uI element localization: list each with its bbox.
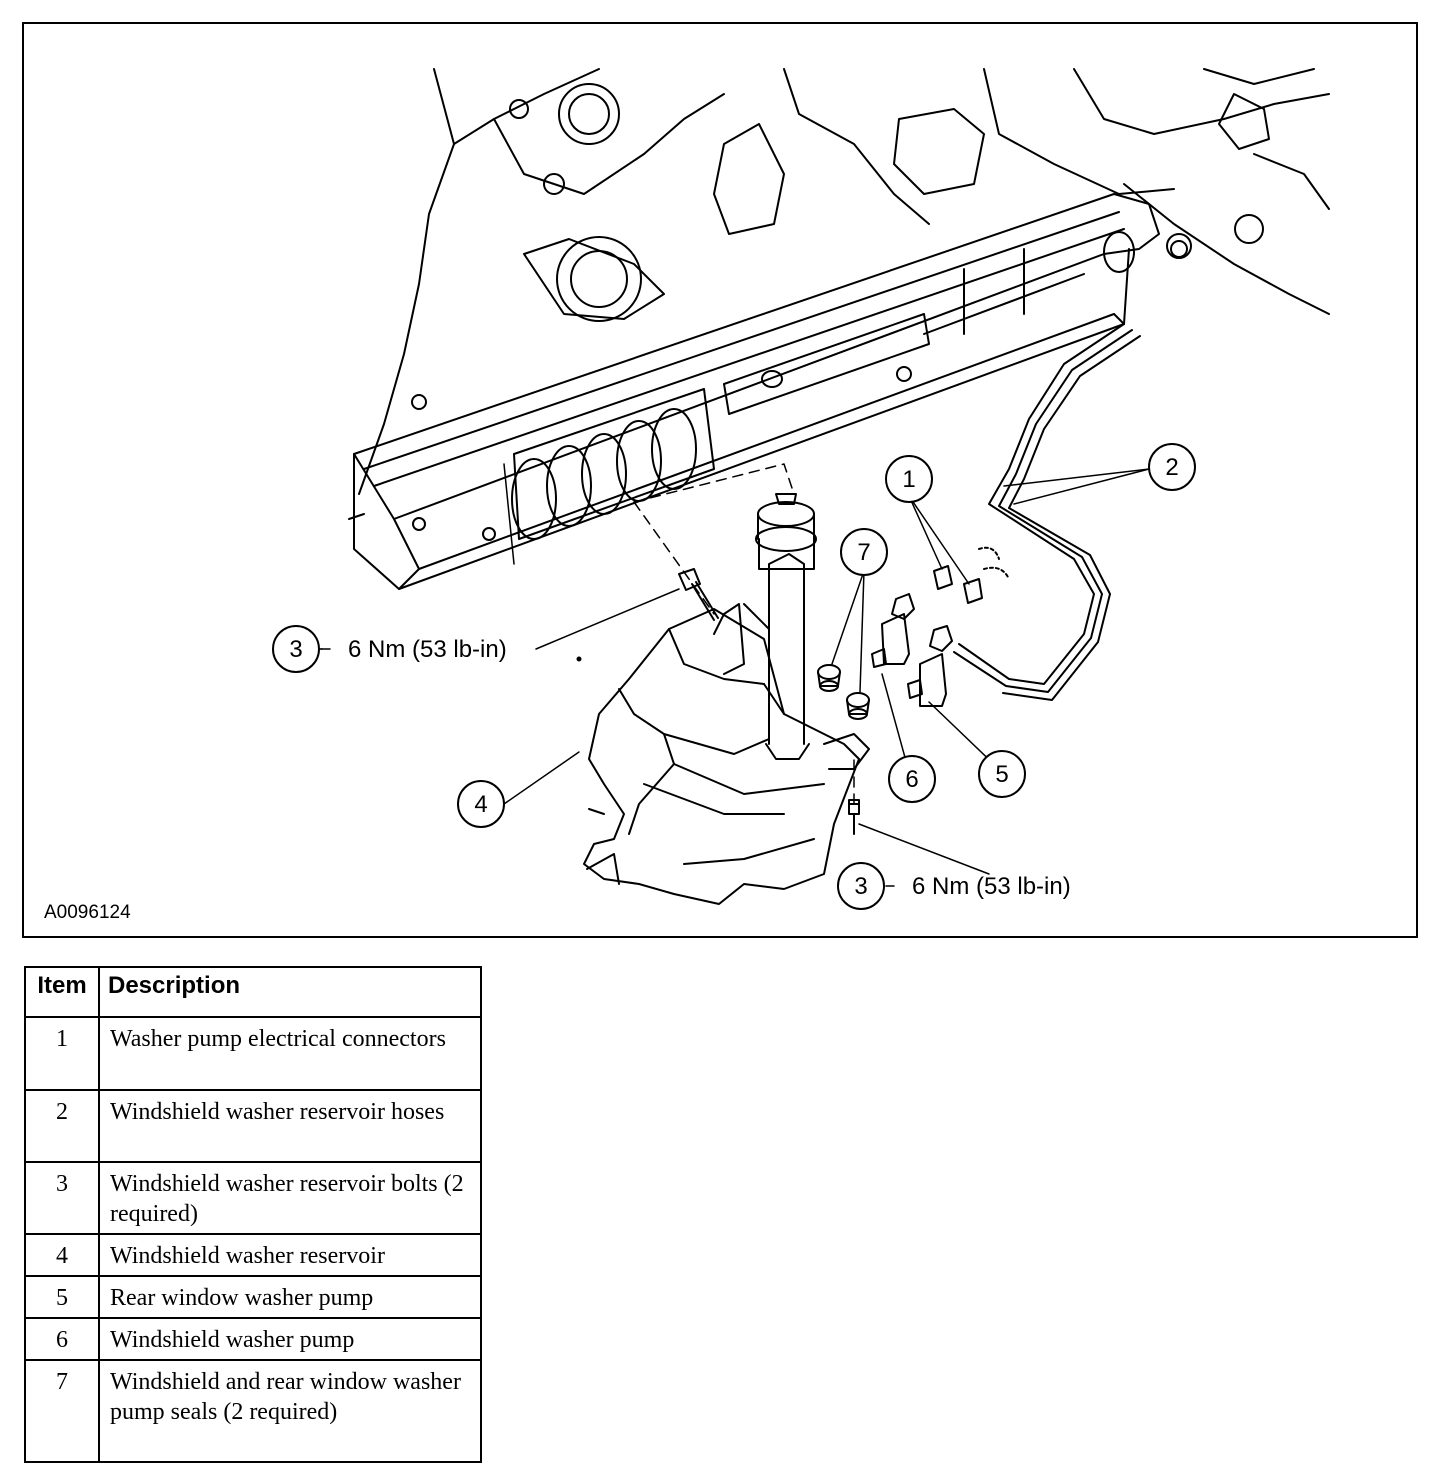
callout-labels: 1 2 3 3 4 5 6 7 6 Nm (53 lb-in) 6 Nm (53…	[289, 454, 1178, 900]
vehicle-body-structure	[358, 68, 1330, 495]
exploded-view-drawing: 1 2 3 3 4 5 6 7 6 Nm (53 lb-in) 6 Nm (53…	[272, 68, 1330, 910]
header-description: Description	[98, 966, 482, 1018]
item-description: Windshield washer reservoir hoses	[98, 1089, 482, 1163]
item-number: 3	[24, 1161, 100, 1235]
table-row: 4 Windshield washer reservoir	[24, 1233, 482, 1277]
callout-3-upper-label: 3	[289, 636, 302, 663]
callout-6-circle	[888, 755, 936, 803]
callout-7-circle	[840, 528, 888, 576]
item-number: 6	[24, 1317, 100, 1361]
callout-5-circle	[978, 750, 1026, 798]
callout-3-lower-circle	[837, 862, 885, 910]
table-row: 1 Washer pump electrical connectors	[24, 1016, 482, 1091]
torque-spec-lower: 6 Nm (53 lb-in)	[912, 873, 1071, 900]
illustration-frame: 1 2 3 3 4 5 6 7 6 Nm (53 lb-in) 6 Nm (53…	[22, 22, 1418, 938]
callout-bubbles	[272, 443, 1196, 910]
pump-seals	[817, 664, 870, 720]
callout-4-label: 4	[474, 791, 487, 818]
callout-2-label: 2	[1165, 454, 1178, 481]
washer-reservoir	[583, 493, 870, 905]
item-number: 1	[24, 1016, 100, 1091]
table-row: 3 Windshield washer reservoir bolts (2 r…	[24, 1161, 482, 1235]
item-description: Windshield washer reservoir	[98, 1233, 482, 1277]
callout-5-label: 5	[995, 761, 1008, 788]
table-row: 7 Windshield and rear window washer pump…	[24, 1359, 482, 1463]
item-description: Windshield washer pump	[98, 1317, 482, 1361]
legend-table: Item Description 1 Washer pump electrica…	[24, 966, 482, 1463]
item-description: Rear window washer pump	[98, 1275, 482, 1319]
item-number: 2	[24, 1089, 100, 1163]
reservoir-hoses	[953, 323, 1141, 701]
torque-spec-upper: 6 Nm (53 lb-in)	[348, 636, 507, 663]
assembly-guide-lines	[633, 463, 855, 805]
table-row: 5 Rear window washer pump	[24, 1275, 482, 1319]
item-description: Washer pump electrical connectors	[98, 1016, 482, 1091]
callout-3-lower-label: 3	[854, 873, 867, 900]
figure-id: A0096124	[44, 902, 131, 923]
item-description: Windshield and rear window washer pump s…	[98, 1359, 482, 1463]
callout-7-label: 7	[857, 539, 870, 566]
callout-1-label: 1	[902, 466, 915, 493]
legend-header-row: Item Description	[24, 966, 482, 1018]
item-number: 7	[24, 1359, 100, 1463]
table-row: 6 Windshield washer pump	[24, 1317, 482, 1361]
header-item: Item	[24, 966, 100, 1018]
callout-2-circle	[1148, 443, 1196, 491]
callout-3-upper-circle	[272, 625, 320, 673]
callout-leaders	[318, 468, 1150, 887]
callout-6-label: 6	[905, 766, 918, 793]
electrical-connectors	[933, 546, 1010, 604]
item-description: Windshield washer reservoir bolts (2 req…	[98, 1161, 482, 1235]
reservoir-bolts	[678, 568, 860, 835]
item-number: 5	[24, 1275, 100, 1319]
item-number: 4	[24, 1233, 100, 1277]
washer-pumps	[871, 593, 953, 707]
table-row: 2 Windshield washer reservoir hoses	[24, 1089, 482, 1163]
callout-4-circle	[457, 780, 505, 828]
callout-1-circle	[885, 455, 933, 503]
